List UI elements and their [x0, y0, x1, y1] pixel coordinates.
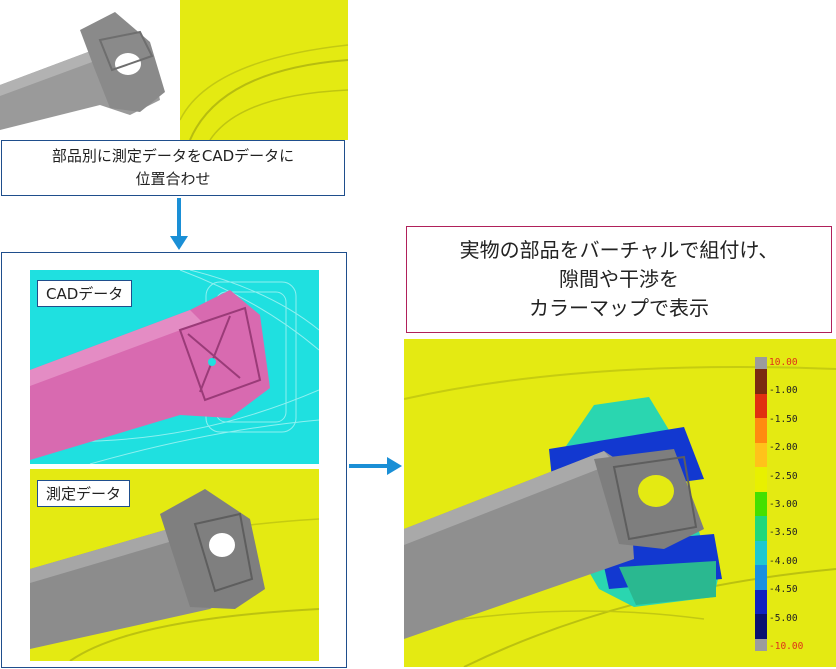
scan-image-top [0, 0, 180, 140]
legend-swatch [755, 565, 767, 590]
legend-tick-label: -1.00 [769, 385, 798, 397]
legend-swatch [755, 516, 767, 541]
cad-data-image [30, 270, 319, 464]
result-caption-line2: 隙間や干渉を [559, 267, 679, 291]
legend-swatch [755, 442, 767, 468]
legend-labels: 10.00 -1.00 -1.50 -2.00 -2.50 -3.00 -3.50 -4.00… [769, 357, 829, 652]
alignment-caption-line1: 部品別に測定データをCADデータに [51, 147, 295, 165]
measured-data-label: 測定データ [37, 480, 131, 507]
alignment-caption-line2: 位置合わせ [135, 170, 211, 188]
legend-tick-label: -4.00 [769, 555, 798, 567]
cad-data-label: CADデータ [37, 280, 133, 307]
result-caption-line3: カラーマップで表示 [529, 296, 709, 320]
right-arrow-icon [349, 455, 405, 477]
legend-color-bar [755, 357, 767, 651]
alignment-caption: 部品別に測定データをCADデータに 位置合わせ [1, 140, 345, 196]
legend-swatch [755, 614, 767, 639]
legend-swatch [755, 540, 767, 566]
result-caption: 実物の部品をバーチャルで組付け、 隙間や干渉を カラーマップで表示 [406, 226, 832, 333]
legend-swatch [755, 369, 767, 394]
legend-swatch [755, 393, 767, 419]
legend-tick-label: -2.00 [769, 442, 798, 454]
legend-swatch [755, 418, 767, 443]
legend-tick-label: -4.50 [769, 584, 798, 596]
legend-tick-label: -2.50 [769, 470, 798, 482]
comparison-panel: CADデータ 測定データ [1, 252, 347, 668]
legend-swatch [755, 491, 767, 517]
legend-tick-label: -5.00 [769, 612, 798, 624]
legend-swatch [755, 589, 767, 615]
result-caption-line1: 実物の部品をバーチャルで組付け、 [459, 238, 779, 262]
legend-tick-label: -3.00 [769, 499, 798, 510]
legend-tick-label: -3.50 [769, 527, 798, 539]
legend-tick-label: -10.00 [769, 641, 804, 652]
cad-image-top [180, 0, 348, 140]
legend-tick-label: -1.50 [769, 413, 798, 425]
legend-cap-top [755, 357, 767, 370]
legend-tick-label: 10.00 [769, 357, 798, 368]
legend-cap-bottom [755, 638, 767, 651]
down-arrow-icon [168, 198, 190, 252]
legend-swatch [755, 467, 767, 492]
